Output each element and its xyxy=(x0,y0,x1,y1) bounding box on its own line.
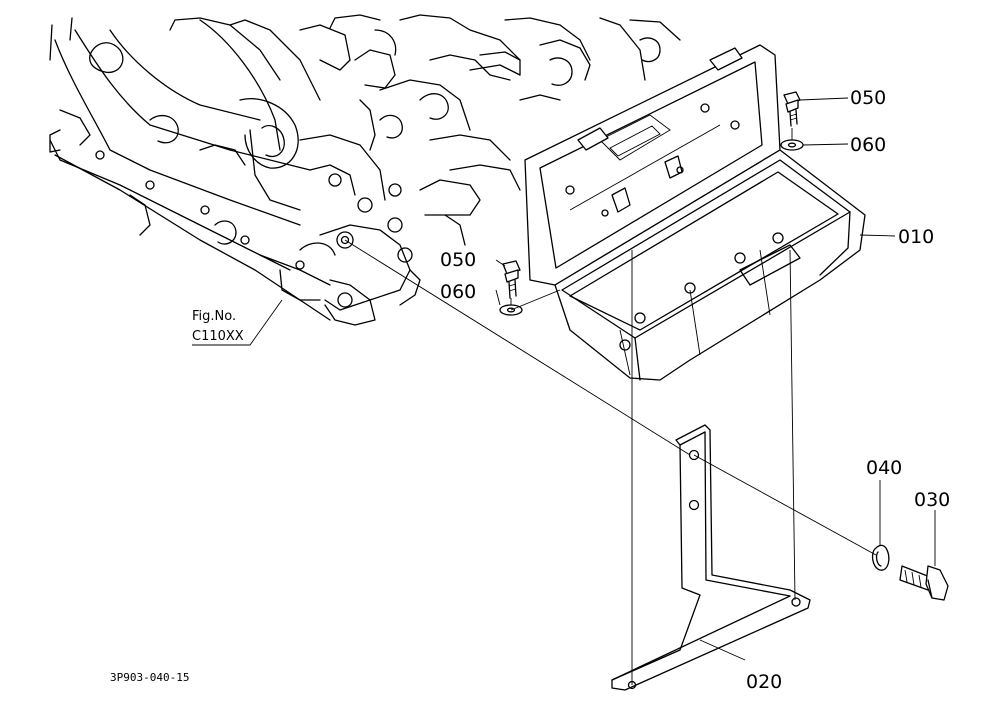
figure-reference-title: Fig.No. xyxy=(192,309,236,324)
bracket-drawing xyxy=(611,424,811,691)
part-labels: 050 060 010 050 060 040 030 020 xyxy=(440,87,950,693)
bolt-050-top xyxy=(783,91,801,127)
bolt-050-left xyxy=(502,260,521,299)
label-060-top: 060 xyxy=(850,134,886,156)
engine-housing-drawing xyxy=(49,14,681,326)
label-040: 040 xyxy=(866,457,902,479)
tool-box-drawing xyxy=(524,44,866,381)
label-050-top: 050 xyxy=(850,87,886,109)
figure-reference-note: Fig.No. C110XX xyxy=(192,299,283,346)
assembly-lines xyxy=(344,128,877,685)
label-020: 020 xyxy=(746,671,782,693)
bolt-030 xyxy=(899,565,949,601)
label-030: 030 xyxy=(914,489,950,511)
lock-washer-040 xyxy=(871,544,890,571)
washer-060-top xyxy=(780,139,804,151)
figure-reference-number: C110XX xyxy=(192,329,244,344)
label-010: 010 xyxy=(898,226,934,248)
diagram-code: 3P903-040-15 xyxy=(110,671,189,684)
label-060-left: 060 xyxy=(440,281,476,303)
label-050-left: 050 xyxy=(440,249,476,271)
label-leaders xyxy=(495,97,936,661)
